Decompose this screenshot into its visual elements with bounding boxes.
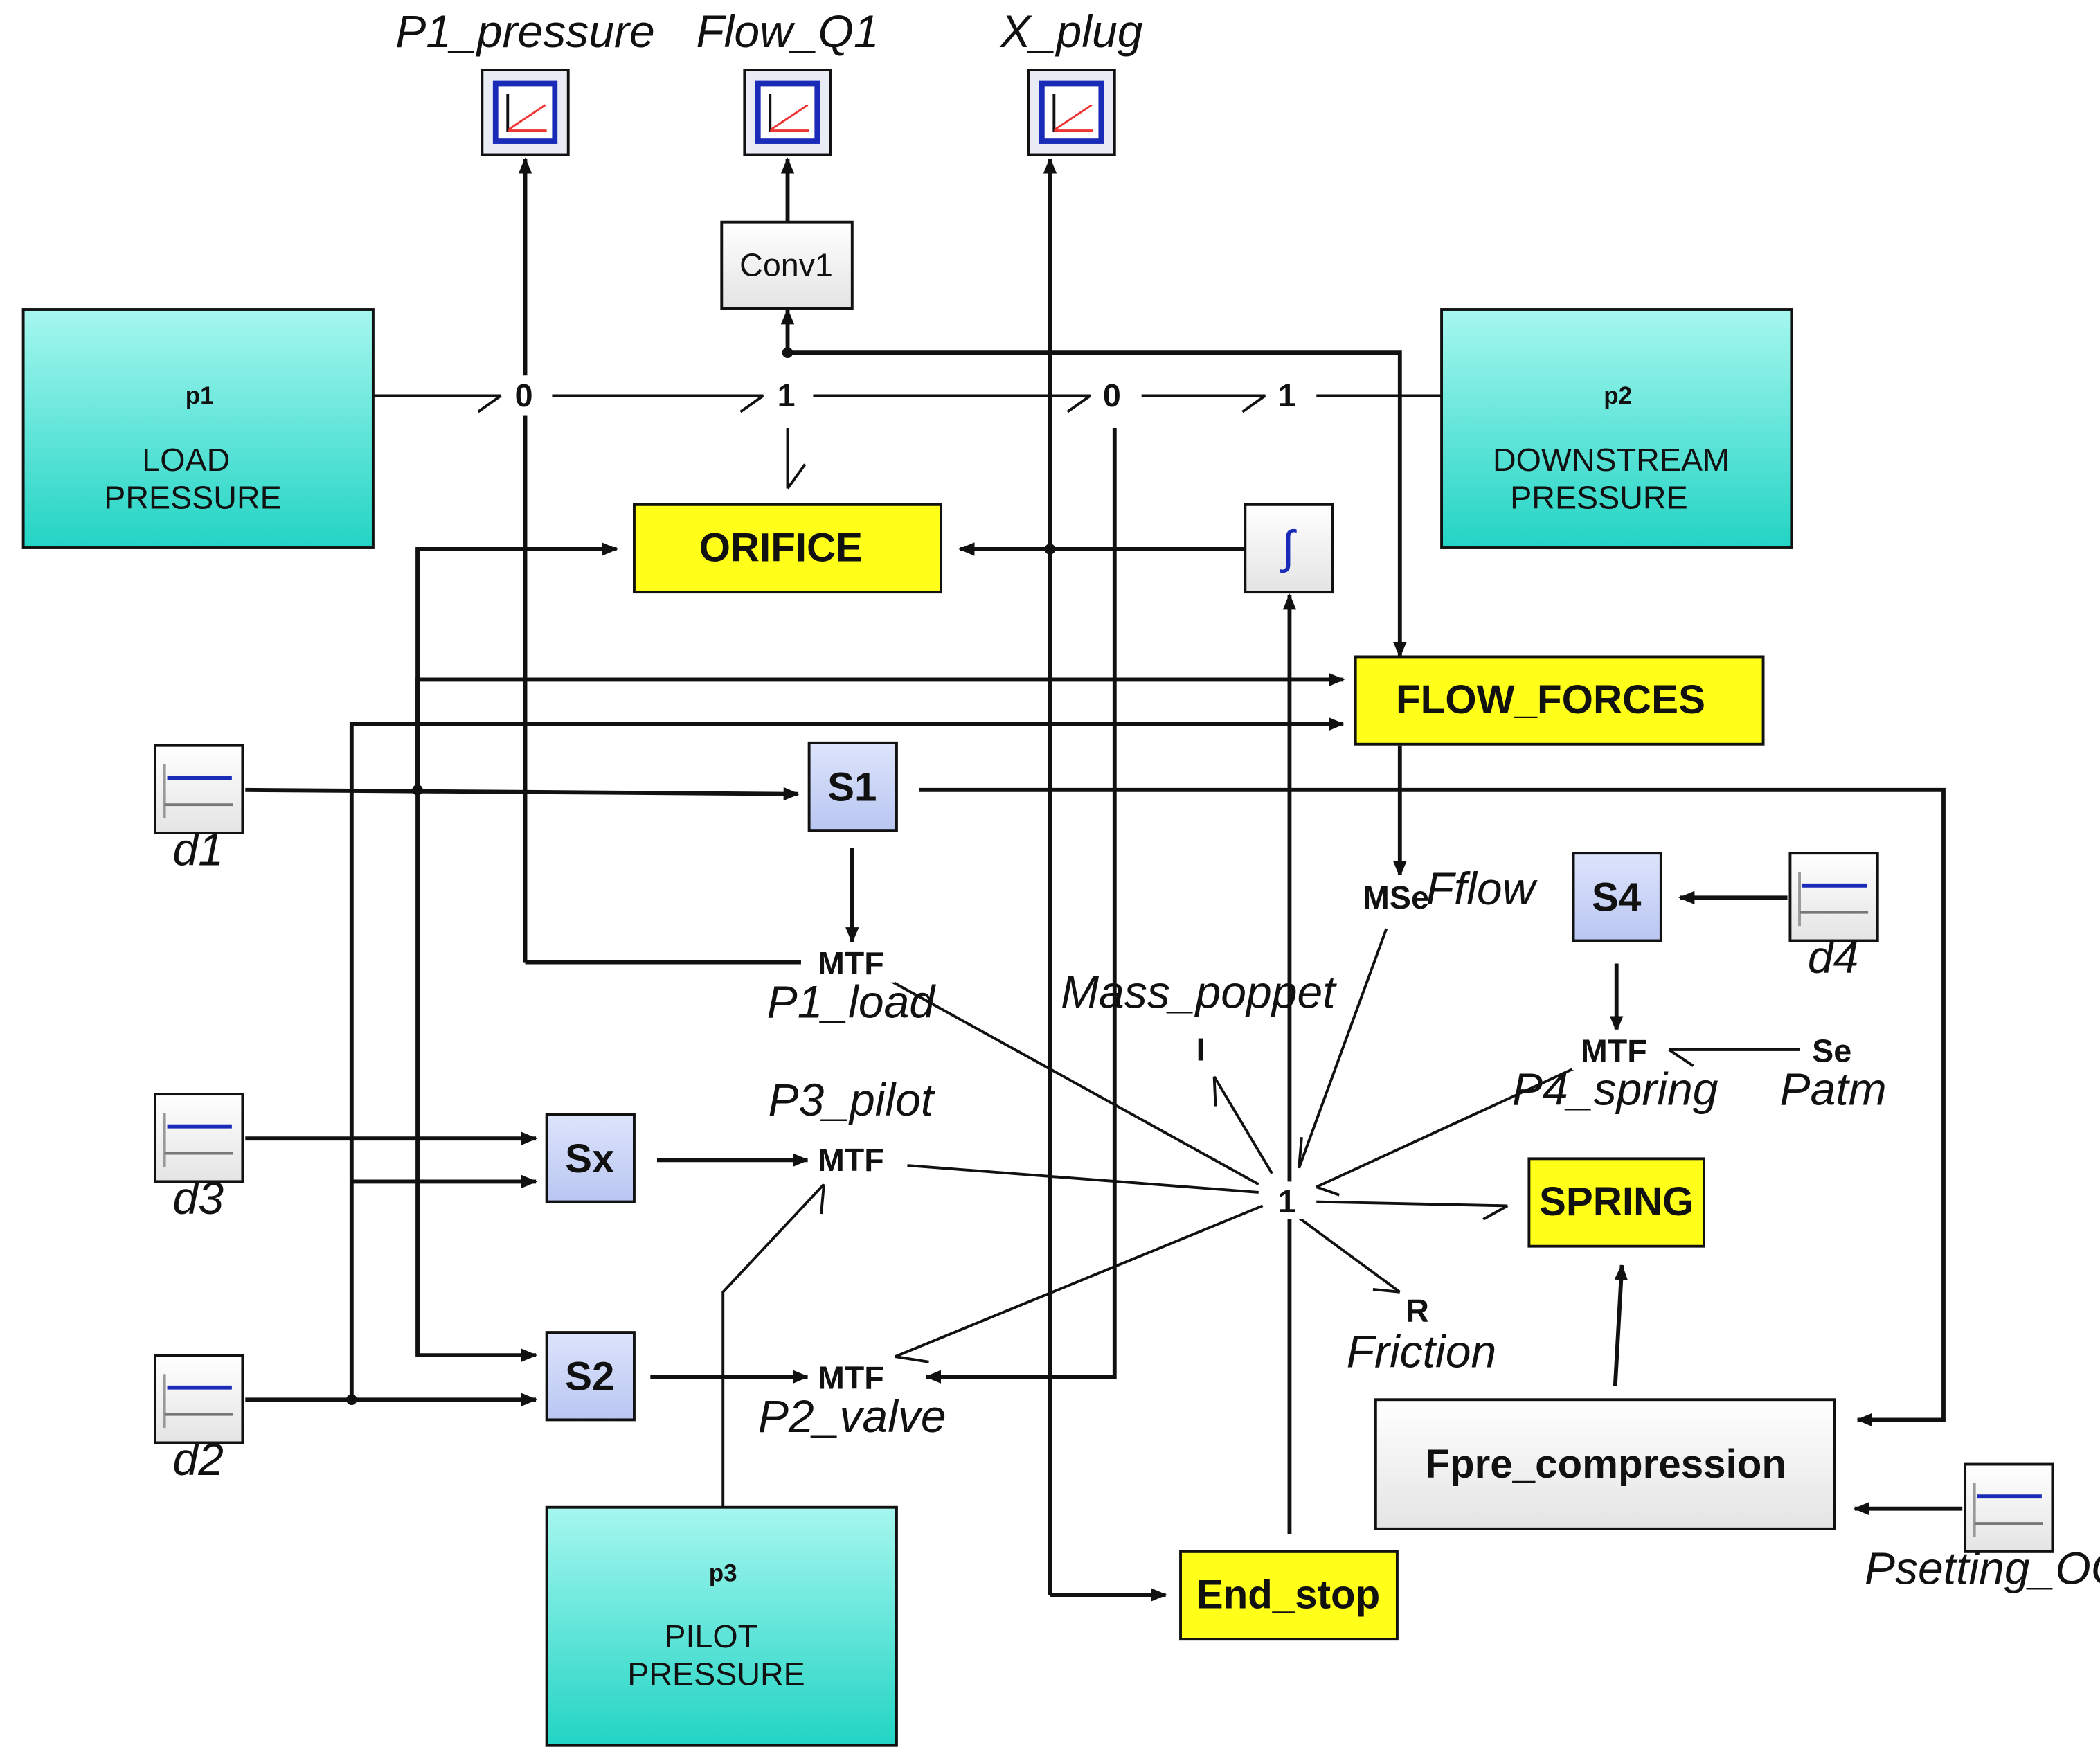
source-label-line2: PRESSURE <box>104 480 282 516</box>
step-signal-icon <box>1798 872 1869 927</box>
inertia-name: Mass_poppet <box>1061 967 1337 1019</box>
port-label: p3 <box>709 1560 737 1587</box>
mtf-p3-element[interactable]: MTF <box>818 1142 884 1178</box>
step-signal-icon <box>1973 1483 2043 1537</box>
scope-p1-pressure[interactable]: P1_pressure <box>395 6 655 156</box>
flow-forces-block[interactable]: FLOW_FORCES <box>1354 655 1765 746</box>
signal-label: d3 <box>173 1173 224 1224</box>
r-element[interactable]: R <box>1406 1293 1429 1329</box>
sx-block[interactable]: Sx <box>545 1113 636 1203</box>
se-element[interactable]: Se <box>1812 1032 1851 1068</box>
source-label-line1: DOWNSTREAM <box>1493 442 1730 478</box>
s4-block[interactable]: S4 <box>1572 852 1662 942</box>
inertia-element[interactable]: I <box>1196 1031 1205 1067</box>
mtf-p4-element[interactable]: MTF <box>1581 1032 1647 1068</box>
mtf-p1-element[interactable]: MTF <box>818 945 884 981</box>
block-label: S4 <box>1592 875 1642 920</box>
downstream-pressure-source[interactable]: p2 DOWNSTREAM PRESSURE <box>1440 308 1793 549</box>
signal-label: Psetting_OCV <box>1865 1543 2100 1595</box>
source-label-line2: PRESSURE <box>627 1656 805 1692</box>
signal-source-d1[interactable]: d1 <box>154 744 244 876</box>
junction-1-downstream: 1 <box>1278 377 1296 413</box>
source-label-line1: PILOT <box>664 1618 757 1654</box>
port-label: p1 <box>186 382 214 409</box>
scope-label: Flow_Q1 <box>696 6 879 57</box>
integral-icon: ∫ <box>1279 521 1297 573</box>
se-name: Patm <box>1780 1064 1887 1116</box>
signal-source-d2[interactable]: d2 <box>154 1354 244 1485</box>
fpre-compression-block[interactable]: Fpre_compression <box>1374 1398 1836 1530</box>
block-label: Sx <box>565 1136 614 1181</box>
bond-lines <box>228 394 1800 1528</box>
block-label: Fpre_compression <box>1425 1442 1786 1487</box>
mtf-p4-name: P4_spring <box>1512 1064 1718 1116</box>
r-name: Friction <box>1347 1327 1497 1378</box>
s1-block[interactable]: S1 <box>807 741 898 832</box>
block-label: SPRING <box>1539 1179 1694 1224</box>
junction-1-mechanical: 1 <box>1278 1183 1296 1219</box>
mtf-p2-name: P2_valve <box>758 1391 946 1442</box>
block-label: End_stop <box>1196 1572 1381 1617</box>
scope-label: X_plug <box>999 6 1143 57</box>
junction-0-valve: 0 <box>1103 377 1121 413</box>
signal-source-d4[interactable]: d4 <box>1788 852 1879 983</box>
signal-source-d3[interactable]: d3 <box>154 1093 244 1224</box>
step-signal-icon <box>163 1374 233 1429</box>
scope-label: P1_pressure <box>395 6 655 57</box>
scope-x-plug[interactable]: X_plug <box>999 6 1143 156</box>
mtf-p1-name: P1_load <box>767 976 937 1028</box>
mtf-p3-name: P3_pilot <box>768 1075 935 1126</box>
block-label: Conv1 <box>739 247 833 283</box>
step-signal-icon <box>163 764 233 818</box>
scope-plot-icon <box>769 94 809 132</box>
scope-flow-q1[interactable]: Flow_Q1 <box>696 6 879 156</box>
block-label: FLOW_FORCES <box>1396 677 1705 722</box>
orifice-block[interactable]: ORIFICE <box>633 503 943 594</box>
port-label: p2 <box>1604 382 1632 409</box>
signal-label: d4 <box>1808 932 1858 983</box>
s2-block[interactable]: S2 <box>545 1331 636 1422</box>
spring-block[interactable]: SPRING <box>1527 1157 1705 1248</box>
scope-plot-icon <box>1052 94 1093 132</box>
signal-wires <box>245 157 1963 1602</box>
scope-plot-icon <box>506 94 547 132</box>
source-label-line1: LOAD <box>142 442 230 478</box>
signal-label: d1 <box>173 825 224 876</box>
mse-element[interactable]: MSe <box>1363 879 1429 915</box>
block-label: ORIFICE <box>699 525 863 570</box>
source-label-line2: PRESSURE <box>1510 480 1688 516</box>
junction-1-orifice: 1 <box>778 377 796 413</box>
block-label: S2 <box>565 1354 614 1399</box>
integrator-block[interactable]: ∫ <box>1244 503 1334 594</box>
conv1-block[interactable]: Conv1 <box>720 220 854 310</box>
junction-0-load: 0 <box>515 377 533 413</box>
pilot-pressure-source[interactable]: p3 PILOT PRESSURE <box>545 1505 898 1747</box>
mtf-p2-element[interactable]: MTF <box>818 1360 884 1396</box>
block-label: S1 <box>827 764 877 809</box>
step-signal-icon <box>163 1113 233 1167</box>
mse-name: Fflow <box>1426 863 1538 915</box>
end-stop-block[interactable]: End_stop <box>1179 1550 1399 1641</box>
signal-source-psetting[interactable]: Psetting_OCV <box>1865 1462 2100 1595</box>
signal-label: d2 <box>173 1434 224 1485</box>
load-pressure-source[interactable]: p1 LOAD PRESSURE <box>21 308 375 549</box>
